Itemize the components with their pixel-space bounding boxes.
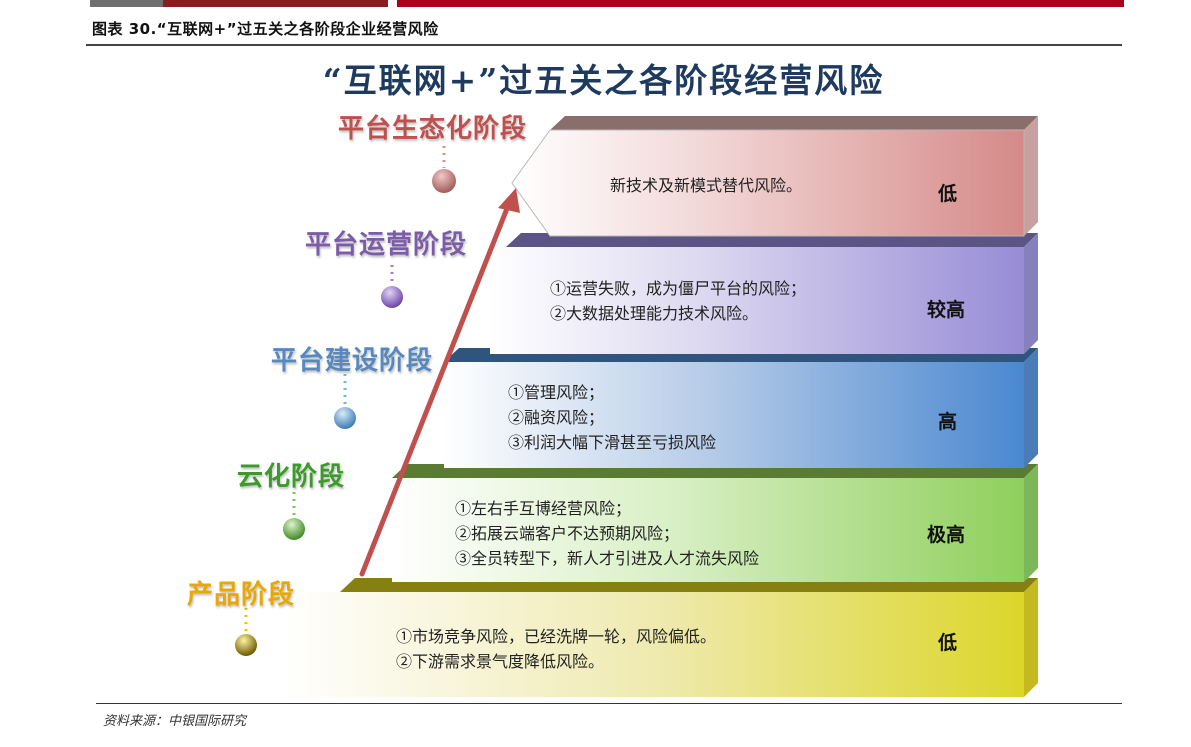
- stage-marker-ball: [432, 169, 456, 193]
- risk-item: 新技术及新模式替代风险。: [610, 176, 803, 195]
- stage-label-platform-operations: 平台运营阶段: [305, 230, 468, 260]
- risk-item: ②大数据处理能力技术风险。: [550, 304, 759, 323]
- stage-marker-ball: [283, 518, 305, 540]
- footer-divider: [96, 703, 1122, 704]
- risk-list-cloud: ①左右手互博经营风险； ②拓展云端客户不达预期风险； ③全员转型下，新人才引进及…: [455, 496, 759, 571]
- top-bar-grey-segment: [90, 0, 163, 7]
- stage-marker-ball: [235, 634, 257, 656]
- risk-list-product: ①市场竞争风险，已经洗牌一轮，风险偏低。 ②下游需求景气度降低风险。: [396, 624, 716, 674]
- caption-divider: [86, 44, 1122, 46]
- risk-item: ①管理风险；: [508, 383, 605, 402]
- risk-item: ①运营失败，成为僵尸平台的风险；: [550, 279, 807, 298]
- risk-level-product: 低: [938, 632, 958, 654]
- stage-label-platform-ecosystem: 平台生态化阶段: [338, 114, 528, 144]
- risk-item: ③利润大幅下滑甚至亏损风险: [508, 433, 717, 452]
- stage-marker-ball: [334, 407, 356, 429]
- top-bar-red-segment: [397, 0, 1124, 7]
- bar-platform-build-stage: [444, 348, 1038, 468]
- stage-label-product: 产品阶段: [187, 580, 296, 610]
- risk-list-platform-operations: ①运营失败，成为僵尸平台的风险； ②大数据处理能力技术风险。: [550, 276, 806, 326]
- risk-item: ②融资风险；: [508, 408, 605, 427]
- risk-level-platform-operations: 较高: [927, 299, 966, 321]
- risk-level-cloud: 极高: [927, 524, 966, 546]
- risk-item: ②拓展云端客户不达预期风险；: [455, 524, 680, 543]
- risk-list-platform-ecosystem: 新技术及新模式替代风险。: [610, 173, 802, 198]
- bar-platform-ops-stage: [490, 233, 1038, 354]
- progress-arrow: [359, 188, 520, 577]
- risk-item: ②下游需求景气度降低风险。: [396, 652, 605, 671]
- bar-product-stage: [280, 578, 1038, 697]
- risk-item: ③全员转型下，新人才引进及人才流失风险: [455, 549, 760, 568]
- source-note: 资料来源：中银国际研究: [103, 714, 247, 729]
- figure-caption: 图表 30.“互联网+”过五关之各阶段企业经营风险: [92, 20, 439, 38]
- risk-item: ①左右手互博经营风险；: [455, 499, 632, 518]
- diagram-title: “互联网+”过五关之各阶段经营风险: [322, 61, 885, 100]
- risk-list-platform-construction: ①管理风险； ②融资风险； ③利润大幅下滑甚至亏损风险: [508, 380, 716, 455]
- risk-item: ①市场竞争风险，已经洗牌一轮，风险偏低。: [396, 627, 717, 646]
- top-bar-dark-red-segment: [163, 0, 388, 7]
- stage-label-cloud: 云化阶段: [237, 462, 346, 492]
- risk-level-platform-construction: 高: [938, 411, 958, 433]
- risk-level-platform-ecosystem: 低: [938, 183, 958, 205]
- bar-platform-ecosystem-stage: [511, 116, 1038, 237]
- stage-marker-ball: [381, 286, 403, 308]
- stage-label-platform-construction: 平台建设阶段: [271, 346, 434, 376]
